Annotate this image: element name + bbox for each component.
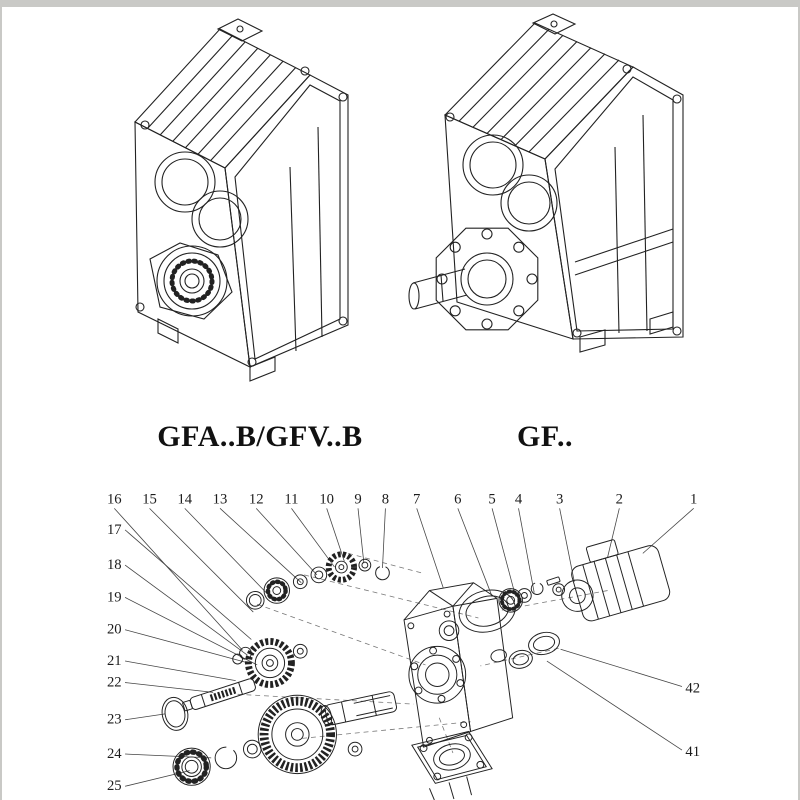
callout-41: 41: [685, 744, 700, 760]
callout-23: 23: [107, 712, 122, 728]
shaft-washer: [347, 741, 363, 757]
callout-3: 3: [556, 491, 563, 507]
callout-12: 12: [249, 491, 264, 507]
gearbox-drawing-gf: [408, 13, 684, 353]
callout-18: 18: [107, 557, 122, 573]
shim-rings: [490, 631, 560, 669]
gf-line-art: [408, 13, 684, 353]
callout-13: 13: [213, 491, 228, 507]
ball-bearing: [172, 739, 262, 786]
callout-24: 24: [107, 746, 122, 762]
motor: [561, 539, 671, 622]
callout-22: 22: [107, 674, 122, 690]
callout-14: 14: [177, 491, 192, 507]
callout-9: 9: [354, 491, 361, 507]
callout-16: 16: [107, 491, 122, 507]
small-fasteners: [498, 576, 561, 613]
motor-pinion: [552, 583, 566, 596]
input-gear-set: [245, 551, 390, 610]
callout-1: 1: [690, 491, 697, 507]
catalog-page: GFA..B/GFV..B GF..: [2, 7, 798, 800]
callout-10: 10: [319, 491, 334, 507]
callout-20: 20: [107, 622, 122, 638]
callout-11: 11: [284, 491, 298, 507]
large-seal-ring: [161, 696, 189, 731]
callout-numbers: 16 15 14 13 12 11 10 9 8 7 6 5 4 3 2 1 1…: [107, 491, 700, 794]
callout-5: 5: [488, 491, 495, 507]
gear-housing: [403, 582, 514, 748]
gearbox-drawing-gfab: [134, 18, 349, 382]
output-flange-plate: [411, 730, 493, 800]
callout-21: 21: [107, 653, 122, 669]
hollow-output-shaft: [320, 691, 398, 727]
callout-15: 15: [142, 491, 157, 507]
model-label-gf: GF..: [517, 420, 573, 453]
callout-17: 17: [107, 522, 122, 538]
output-helical-gear: [257, 694, 337, 775]
callout-42: 42: [685, 680, 700, 696]
exploded-view: 16 15 14 13 12 11 10 9 8 7 6 5 4 3 2 1 1…: [107, 491, 700, 800]
gfab-line-art: [134, 18, 349, 382]
callout-19: 19: [107, 589, 122, 605]
leader-lines: [114, 508, 694, 787]
model-label-gfab: GFA..B/GFV..B: [157, 420, 363, 453]
callout-6: 6: [454, 491, 461, 507]
callout-4: 4: [515, 491, 523, 507]
callout-25: 25: [107, 778, 122, 794]
exploded-parts: [161, 539, 671, 800]
callout-8: 8: [382, 491, 389, 507]
callout-7: 7: [413, 491, 420, 507]
callout-2: 2: [616, 491, 623, 507]
gasket-ring: [458, 589, 516, 633]
pinion-shaft: [182, 678, 256, 712]
intermediate-gear: [232, 638, 308, 688]
